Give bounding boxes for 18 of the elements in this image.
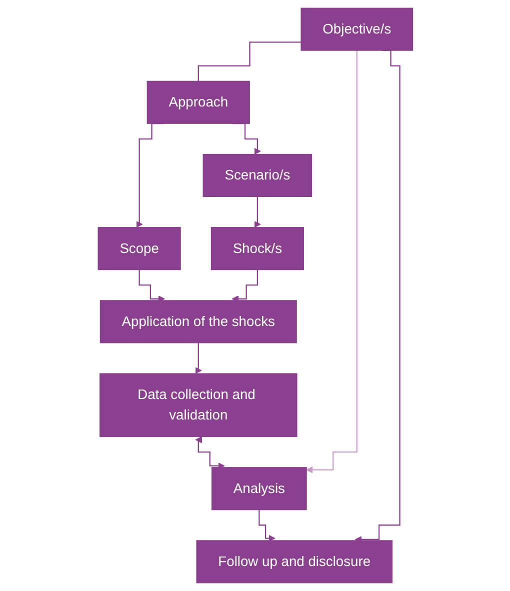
connector bbox=[197, 42, 301, 82]
arrow bbox=[194, 342, 202, 374]
node-box: Analysis bbox=[211, 467, 306, 510]
arrow bbox=[138, 269, 165, 302]
arrow bbox=[254, 196, 260, 228]
arrow bbox=[194, 436, 224, 470]
node-box: Data collection and validation bbox=[99, 373, 297, 438]
node-box: Scenario/s bbox=[202, 154, 312, 198]
arrow bbox=[306, 50, 358, 474]
node-box: Follow up and disclosure bbox=[196, 540, 392, 584]
arrow bbox=[258, 509, 275, 542]
node-box: Scope bbox=[97, 227, 180, 270]
arrow bbox=[231, 269, 258, 302]
arrow bbox=[354, 50, 400, 543]
node-box: Shock/s bbox=[210, 227, 304, 270]
node-box: Application of the shocks bbox=[99, 300, 296, 344]
node-box: Approach bbox=[146, 80, 250, 124]
node-box: Objective/s bbox=[300, 8, 413, 51]
